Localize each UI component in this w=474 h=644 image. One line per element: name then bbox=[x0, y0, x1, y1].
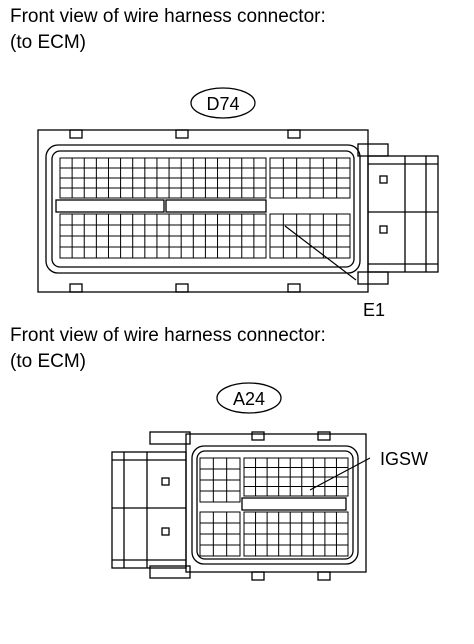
connector-d74-leader-line bbox=[284, 225, 357, 281]
connector-a24-separator bbox=[241, 497, 347, 511]
bottom-caption: Front view of wire harness connector: (t… bbox=[10, 323, 326, 375]
connector-d74-separator-left bbox=[55, 199, 165, 213]
terminal-grid-top-left-upper bbox=[59, 157, 267, 199]
connector-d74-housing bbox=[37, 129, 369, 293]
connector-a24-latch bbox=[111, 451, 187, 569]
connector-d74-terminal-grids bbox=[59, 157, 351, 259]
terminal-grid-bottom-right-upper bbox=[243, 457, 349, 497]
connector-d74: D74 bbox=[37, 87, 439, 293]
connector-a24: A24 bbox=[111, 382, 371, 581]
bottom-caption-line1: Front view of wire harness connector: bbox=[10, 325, 326, 346]
terminal-grid-top-left-lower bbox=[59, 213, 267, 259]
top-caption-line1: Front view of wire harness connector: bbox=[10, 6, 326, 27]
connector-a24-code: A24 bbox=[233, 389, 265, 409]
terminal-grid-bottom-left-upper bbox=[199, 457, 241, 503]
connector-d74-latch bbox=[357, 143, 439, 285]
terminal-grid-top-right-upper bbox=[269, 157, 351, 199]
connector-d74-label-oval bbox=[190, 87, 256, 119]
connector-a24-label-oval bbox=[216, 382, 282, 414]
connector-d74-separator-right bbox=[165, 199, 267, 213]
connector-a24-leader-line bbox=[309, 457, 371, 491]
connector-a24-terminal-label: IGSW bbox=[380, 449, 428, 469]
connector-d74-ribs bbox=[69, 129, 301, 293]
connector-d74-face bbox=[45, 144, 361, 274]
top-caption-line2: (to ECM) bbox=[10, 32, 86, 53]
terminal-grid-bottom-right-lower bbox=[243, 511, 349, 557]
connector-a24-face bbox=[191, 445, 359, 565]
connector-d74-terminal-label: E1 bbox=[363, 300, 385, 320]
bottom-caption-line2: (to ECM) bbox=[10, 351, 86, 372]
connector-a24-ribs bbox=[251, 431, 331, 581]
terminal-grid-top-right-lower bbox=[269, 213, 351, 259]
connector-d74-code: D74 bbox=[206, 94, 239, 114]
top-caption: Front view of wire harness connector: (t… bbox=[10, 4, 326, 56]
terminal-grid-bottom-left-lower bbox=[199, 511, 241, 557]
connector-a24-terminal-grids bbox=[199, 457, 349, 557]
